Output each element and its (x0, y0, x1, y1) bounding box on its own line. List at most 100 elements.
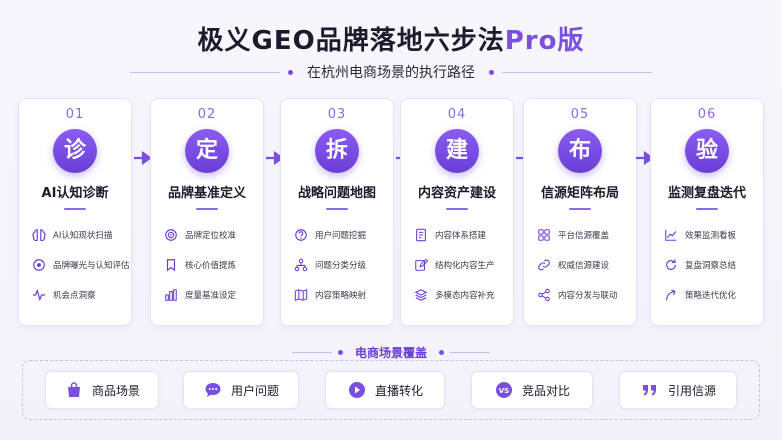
step-divider (569, 208, 591, 210)
step-title: 品牌基准定义 (167, 186, 246, 201)
list-item: 策略迭代优化 (663, 280, 763, 310)
list-item: 内容体系搭建 (413, 220, 513, 250)
edit-icon (413, 257, 429, 273)
shopping-bag-icon (64, 380, 84, 400)
document-icon (413, 227, 429, 243)
subtitle-left-line (130, 71, 280, 73)
refresh-icon (663, 257, 679, 273)
scene-item: 引用信源 (619, 371, 737, 409)
scene-label: 直播转化 (374, 383, 423, 398)
item-label: 品牌定位校准 (185, 231, 237, 241)
step-title: 监测复盘迭代 (667, 186, 746, 201)
step-title: 信源矩阵布局 (540, 186, 619, 201)
list-item: 品牌定位校准 (163, 220, 263, 250)
trend-icon (663, 227, 679, 243)
list-item: 权威信源建设 (536, 250, 636, 280)
coverage-right-dot (439, 349, 444, 355)
coverage-left-dot (337, 349, 343, 355)
scene-item: 商品场景 (45, 371, 159, 409)
step-badge: 拆 (315, 129, 359, 173)
layers-icon (413, 287, 429, 303)
coverage-title: 电商场景覆盖 (354, 345, 427, 360)
question-icon (293, 227, 309, 243)
title-accent: Pro版 (504, 26, 585, 56)
step-title: 战略问题地图 (297, 186, 376, 201)
scene-item: 用户问题 (183, 371, 299, 409)
chat-bubble-icon (203, 380, 223, 400)
item-label: 平台信源覆盖 (558, 231, 610, 241)
growth-arrow-icon (663, 287, 679, 303)
item-label: 内容体系搭建 (435, 231, 487, 241)
steps-row: 01 诊 AI认知诊断 AI认知现状扫描 品牌曝光与认知评估 机会点洞察 02 … (18, 98, 764, 326)
step-divider (446, 208, 468, 210)
scene-label: 竞品对比 (521, 383, 570, 398)
list-item: 机会点洞察 (31, 280, 131, 310)
play-icon (347, 380, 367, 400)
item-label: 用户问题挖掘 (315, 231, 367, 241)
coverage-left-line (291, 351, 332, 353)
step-number: 06 (697, 107, 717, 122)
link-icon (536, 257, 552, 273)
target-icon (163, 227, 179, 243)
item-label: 核心价值提炼 (185, 261, 237, 271)
list-item: 核心价值提炼 (163, 250, 263, 280)
step-card-2: 02 定 品牌基准定义 品牌定位校准 核心价值提炼 度量基准设定 (150, 98, 264, 326)
scene-label: 引用信源 (667, 383, 716, 398)
item-label: 内容分发与联动 (558, 291, 618, 301)
eye-icon (31, 257, 47, 273)
step-card-3: 03 拆 战略问题地图 用户问题挖掘 问题分类分级 内容策略映射 (280, 98, 394, 326)
step-number: 02 (197, 107, 217, 122)
subtitle-right-line (502, 71, 652, 73)
arrow-right-icon (134, 150, 152, 166)
step-badge: 验 (685, 129, 729, 173)
vs-icon: VS (494, 380, 514, 400)
step-badge: 布 (558, 129, 602, 173)
step-title: 内容资产建设 (417, 186, 496, 201)
step-card-5: 05 布 信源矩阵布局 平台信源覆盖 权威信源建设 内容分发与联动 (523, 98, 637, 326)
step-card-1: 01 诊 AI认知诊断 AI认知现状扫描 品牌曝光与认知评估 机会点洞察 (18, 98, 132, 326)
coverage-right-line (450, 351, 490, 353)
step-divider (326, 208, 348, 210)
step-badge: 诊 (53, 129, 97, 173)
subtitle-right-dot (489, 69, 494, 75)
item-label: 复盘洞察总结 (685, 261, 737, 271)
scene-item: VS 竞品对比 (471, 371, 593, 409)
item-label: 权威信源建设 (558, 261, 610, 271)
list-item: 用户问题挖掘 (293, 220, 393, 250)
item-label: 问题分类分级 (315, 261, 367, 271)
list-item: 效果监测看板 (663, 220, 763, 250)
svg-text:VS: VS (499, 387, 509, 395)
map-icon (293, 287, 309, 303)
item-label: 度量基准设定 (185, 291, 237, 301)
step-number: 03 (327, 107, 347, 122)
scene-item: 直播转化 (325, 371, 445, 409)
list-item: 品牌曝光与认知评估 (31, 250, 131, 280)
quote-icon (640, 380, 660, 400)
page-header: 极义GEO品牌落地六步法Pro版 (0, 20, 782, 57)
list-item: 问题分类分级 (293, 250, 393, 280)
share-icon (536, 287, 552, 303)
list-item: 度量基准设定 (163, 280, 263, 310)
list-item: 内容策略映射 (293, 280, 393, 310)
item-label: 效果监测看板 (685, 231, 737, 241)
coverage-header: 电商场景覆盖 (0, 344, 782, 360)
bookmark-icon (163, 257, 179, 273)
title-main: 极义GEO品牌落地六步法 (197, 26, 505, 56)
item-label: AI认知现状扫描 (53, 231, 113, 241)
step-card-4: 04 建 内容资产建设 内容体系搭建 结构化内容生产 多模态内容补充 (400, 98, 514, 326)
item-label: 内容策略映射 (315, 291, 367, 301)
scene-label: 商品场景 (91, 383, 140, 398)
pulse-icon (31, 287, 47, 303)
subtitle-row: 在杭州电商场景的执行路径 (0, 62, 782, 82)
item-label: 多模态内容补充 (435, 291, 495, 301)
step-divider (64, 208, 86, 210)
item-label: 机会点洞察 (53, 291, 96, 301)
brain-icon (31, 227, 47, 243)
step-number: 04 (447, 107, 467, 122)
arrow-right-icon (636, 150, 654, 166)
grid-icon (536, 227, 552, 243)
item-label: 结构化内容生产 (435, 261, 495, 271)
bar-chart-icon (163, 287, 179, 303)
list-item: 内容分发与联动 (536, 280, 636, 310)
subtitle: 在杭州电商场景的执行路径 (307, 65, 475, 81)
